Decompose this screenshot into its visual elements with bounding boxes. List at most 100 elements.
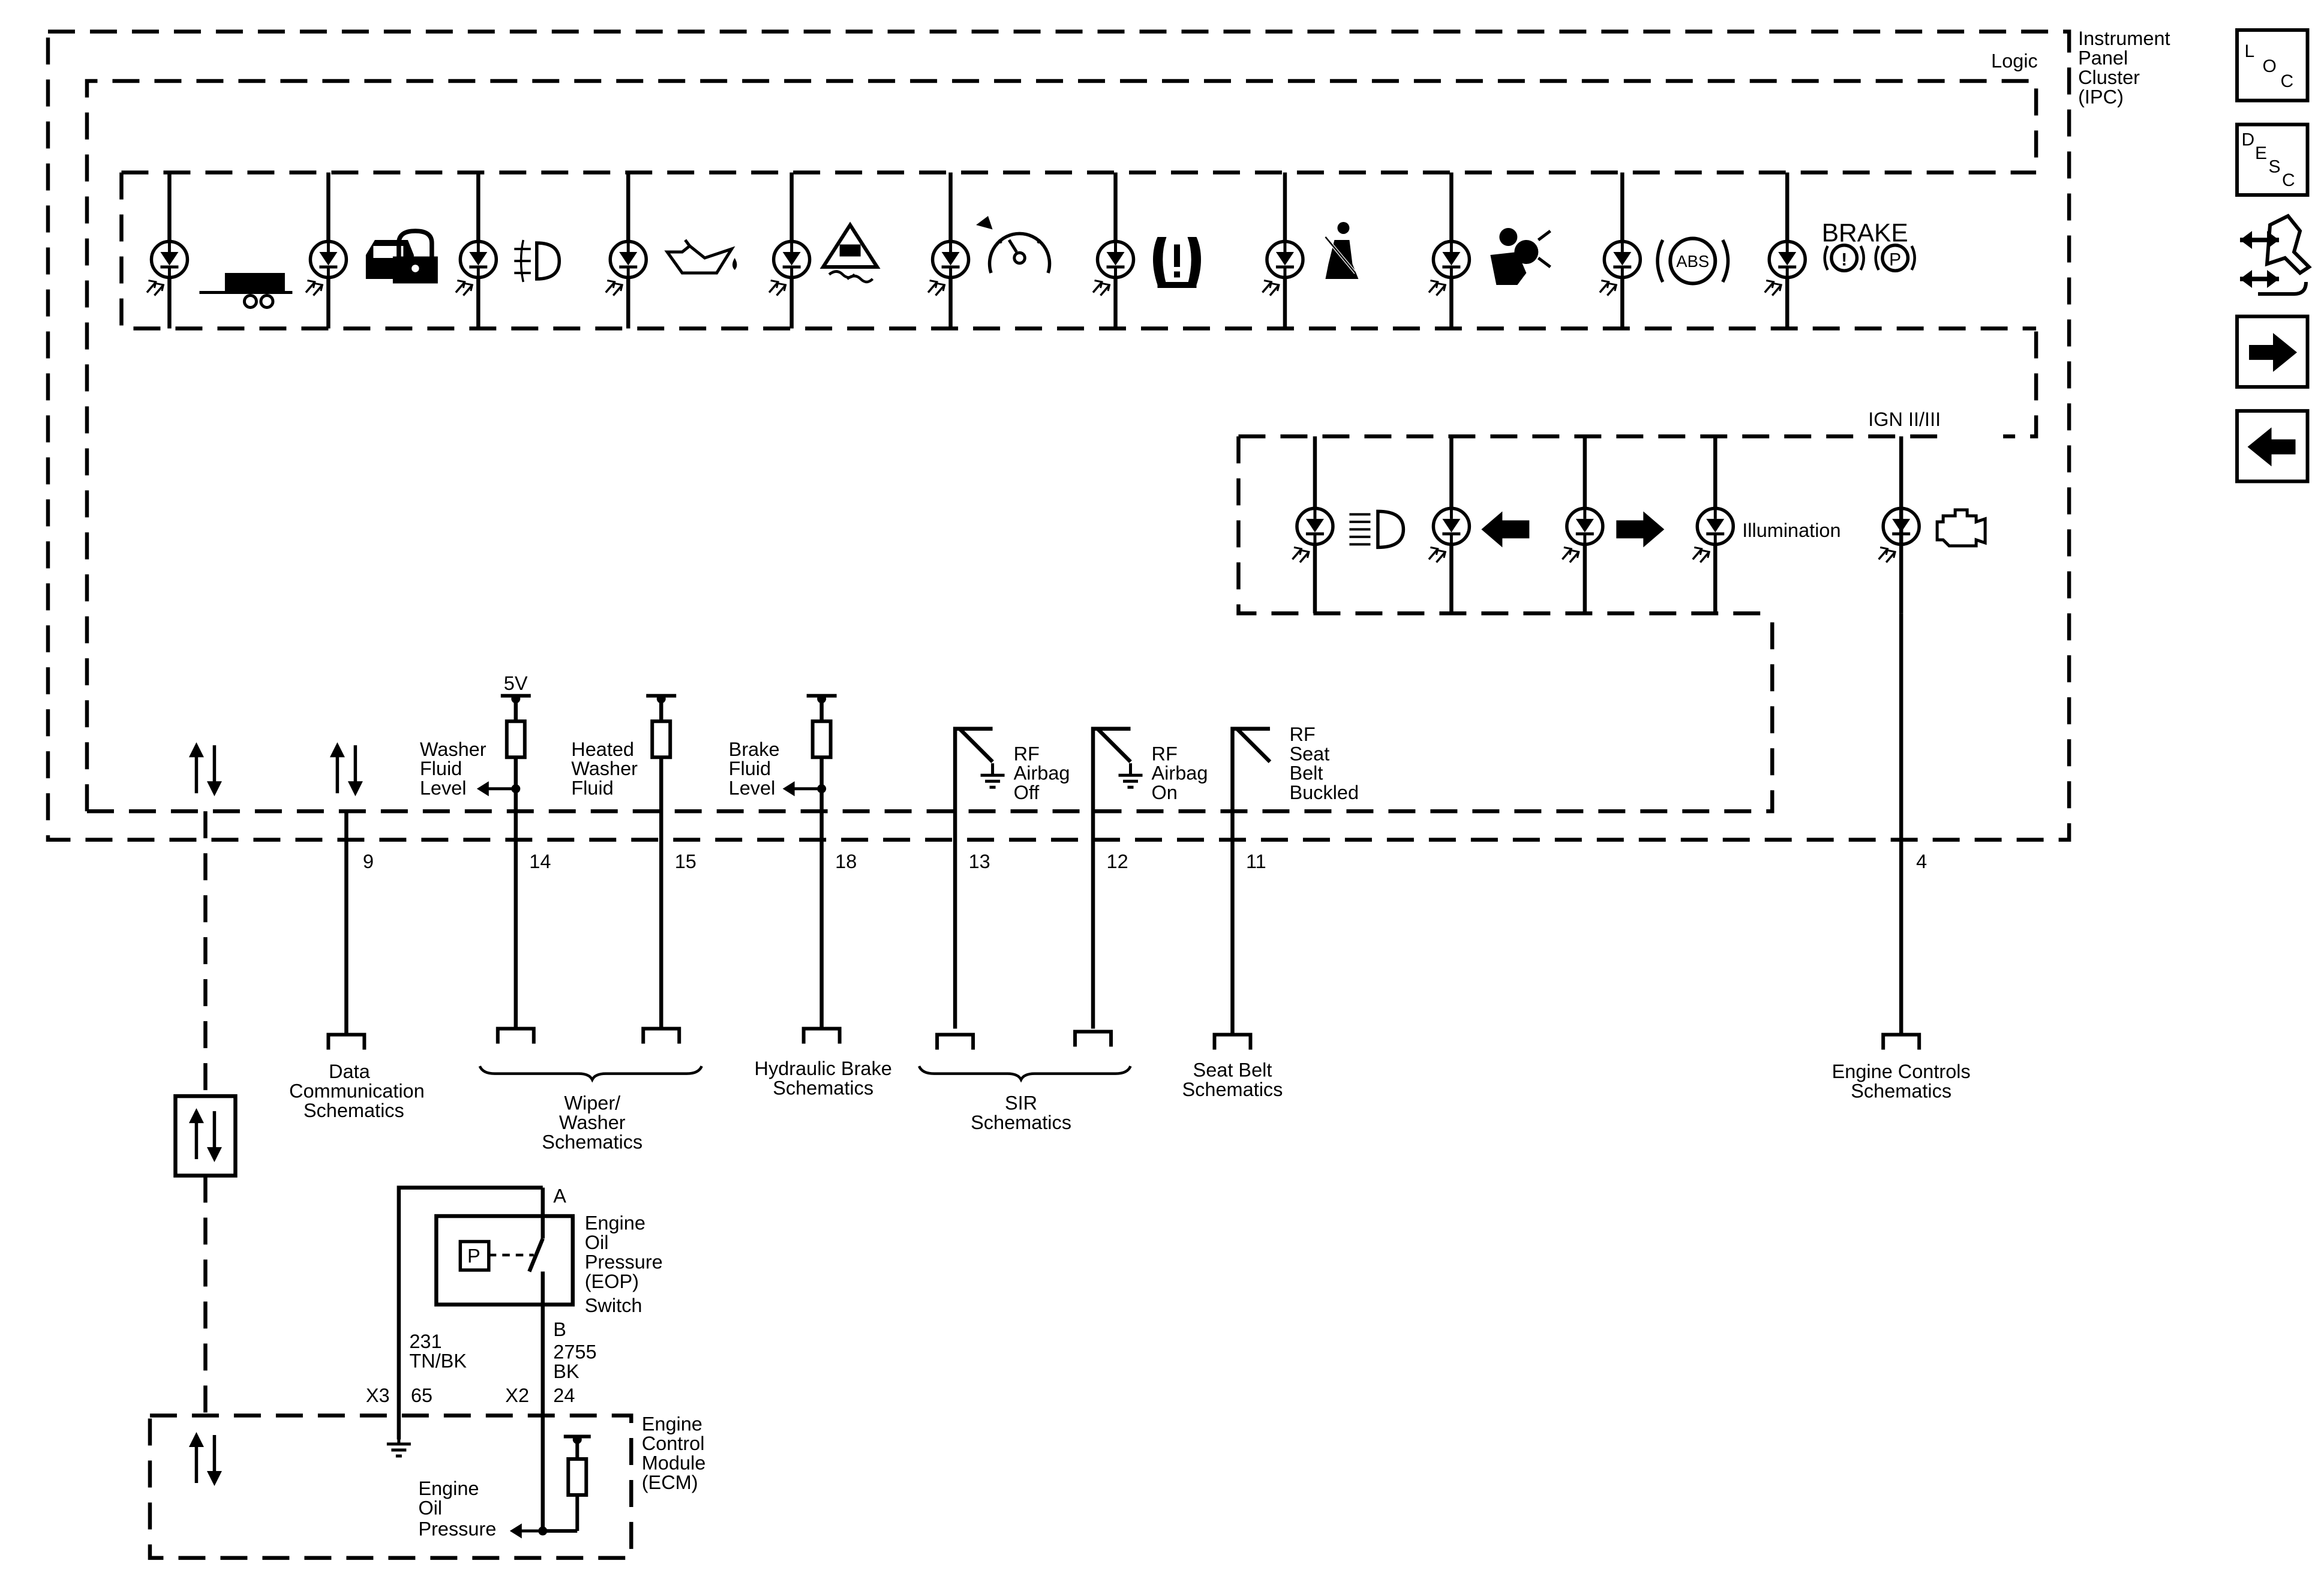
terminal-a: A: [553, 1185, 566, 1207]
pin-4: 4: [1916, 851, 1927, 872]
telltale-bank-top: ABS BRAKE ! P: [147, 172, 1916, 329]
abs-label: ABS: [1676, 252, 1709, 271]
connector-view-icon[interactable]: [2240, 214, 2312, 296]
eop-label-5: Switch: [585, 1295, 642, 1316]
sir-brace: [918, 1065, 1132, 1083]
brake-exclamation: !: [1841, 250, 1847, 269]
washer-fluid-label-2: Fluid: [420, 758, 462, 779]
desc-s: S: [2269, 157, 2281, 177]
heated-washer-label-3: Fluid: [571, 778, 613, 799]
ecm-label-4: (ECM): [642, 1472, 698, 1493]
eop-p-label: P: [467, 1245, 481, 1267]
ecm-label-2: Control: [642, 1433, 705, 1454]
rf-seat-belt-label-3: Belt: [1289, 763, 1323, 784]
rf-seat-belt-label-2: Seat: [1289, 743, 1329, 764]
eop-label-4: (EOP): [585, 1271, 639, 1292]
vehicle-security-lock-icon: [365, 229, 438, 284]
ecm-signal-2: Oil: [418, 1497, 442, 1518]
ipc-label-line3: Cluster: [2078, 67, 2140, 88]
sir-ref-2[interactable]: Schematics: [971, 1112, 1071, 1133]
wiper-ref-3[interactable]: Schematics: [542, 1131, 642, 1153]
front-fog-lamp-icon: [514, 239, 562, 283]
ipc-label-line4: (IPC): [2078, 86, 2124, 108]
loc-c: C: [2281, 71, 2294, 91]
desc-button[interactable]: D E S C: [2235, 122, 2310, 197]
ecm-module: X3 65 X2 24 Engine Oil Pressure Engine C…: [148, 1385, 706, 1560]
next-page-button[interactable]: [2235, 314, 2310, 389]
loc-button[interactable]: L O C: [2235, 28, 2310, 103]
engine-controls-ref-2[interactable]: Schematics: [1851, 1080, 1951, 1102]
pin-12: 12: [1107, 851, 1128, 872]
oil-pressure-icon: [664, 239, 737, 275]
data-comm-ref-2[interactable]: Communication: [289, 1080, 425, 1102]
brake-label: BRAKE: [1822, 219, 1908, 247]
brake-warning-icon: BRAKE ! P: [1822, 219, 1916, 272]
pin-14: 14: [529, 851, 551, 872]
ecm-label-3: Module: [642, 1452, 706, 1473]
engine-controls-reference[interactable]: Engine Controls Schematics: [1832, 1061, 1971, 1101]
sir-reference[interactable]: SIR Schematics: [971, 1092, 1071, 1133]
brake-fluid-label-2: Fluid: [729, 758, 771, 779]
heated-washer-circuit: [646, 694, 677, 760]
data-comm-ref-3[interactable]: Schematics: [304, 1100, 404, 1121]
data-comm-reference[interactable]: Data Communication Schematics: [289, 1061, 425, 1121]
pin-15: 15: [675, 851, 696, 872]
terminal-b: B: [553, 1319, 566, 1340]
circuit-2755-color: BK: [553, 1361, 580, 1382]
previous-page-button[interactable]: [2235, 409, 2310, 484]
seat-belt-ref-1[interactable]: Seat Belt: [1193, 1059, 1272, 1081]
left-arrow-icon: [2247, 427, 2296, 467]
serial-data-splice: [173, 1094, 238, 1178]
left-turn-arrow-icon: [1481, 511, 1530, 548]
rf-airbag-on-label-3: On: [1152, 782, 1178, 803]
eop-label-3: Pressure: [585, 1251, 663, 1273]
x3-label: X3: [366, 1385, 390, 1406]
washer-fluid-label-1: Washer: [420, 739, 487, 760]
sir-ref-1[interactable]: SIR: [1005, 1092, 1037, 1114]
ipc-label-line2: Panel: [2078, 47, 2128, 69]
circuit-2755: 2755: [553, 1341, 596, 1363]
abs-icon: ABS: [1656, 236, 1730, 286]
rf-airbag-on-label-2: Airbag: [1152, 763, 1208, 784]
tire-pressure-icon: [1153, 236, 1201, 288]
brake-fluid-label-3: Level: [729, 778, 776, 799]
ipc-outer-boundary: [46, 29, 2071, 842]
wiper-ref-1[interactable]: Wiper/: [564, 1092, 621, 1114]
pin-18: 18: [835, 851, 857, 872]
eop-label-2: Oil: [585, 1232, 609, 1253]
telltale-bank-lower: Illumination IGN II/III: [1292, 409, 1987, 614]
eop-label-1: Engine: [585, 1212, 645, 1234]
desc-c: C: [2282, 170, 2295, 190]
pin-11: 11: [1246, 851, 1266, 872]
hydraulic-ref-1[interactable]: Hydraulic Brake: [755, 1058, 892, 1079]
logic-label: Logic: [1991, 50, 2038, 72]
seat-belt-reference[interactable]: Seat Belt Schematics: [1182, 1059, 1283, 1100]
pin-13: 13: [969, 851, 990, 872]
ign-label: IGN II/III: [1868, 409, 1941, 430]
desc-d: D: [2242, 130, 2255, 150]
ecm-label-1: Engine: [642, 1413, 702, 1434]
heated-washer-label-1: Heated: [571, 739, 634, 760]
ipc-label-line1: Instrument: [2078, 28, 2170, 49]
cruise-control-icon: [976, 215, 1052, 274]
seat-belt-icon: [1324, 221, 1359, 279]
eop-switch: P A B Engine Oil Pressure (EOP) Switch 2…: [397, 1185, 663, 1531]
hydraulic-ref-2[interactable]: Schematics: [773, 1077, 873, 1099]
hydraulic-brake-reference[interactable]: Hydraulic Brake Schematics: [755, 1058, 892, 1098]
pin-65: 65: [411, 1385, 433, 1406]
wiper-ref-2[interactable]: Washer: [559, 1112, 626, 1133]
desc-e: E: [2255, 143, 2267, 163]
high-beam-icon: [1349, 509, 1406, 550]
check-engine-icon: [1935, 508, 1987, 548]
stability-control-icon: [819, 221, 881, 284]
engine-controls-ref-1[interactable]: Engine Controls: [1832, 1061, 1971, 1082]
rf-airbag-off-label-2: Airbag: [1014, 763, 1070, 784]
seat-belt-ref-2[interactable]: Schematics: [1182, 1079, 1283, 1100]
rf-seat-belt-label-1: RF: [1289, 724, 1315, 745]
wiper-reference[interactable]: Wiper/ Washer Schematics: [542, 1092, 642, 1153]
brake-p-label: P: [1889, 250, 1901, 269]
brake-fluid-label-1: Brake: [729, 739, 780, 760]
data-comm-ref-1[interactable]: Data: [329, 1061, 371, 1082]
ecm-signal-1: Engine: [418, 1478, 479, 1499]
rf-airbag-on-label-1: RF: [1152, 743, 1178, 764]
